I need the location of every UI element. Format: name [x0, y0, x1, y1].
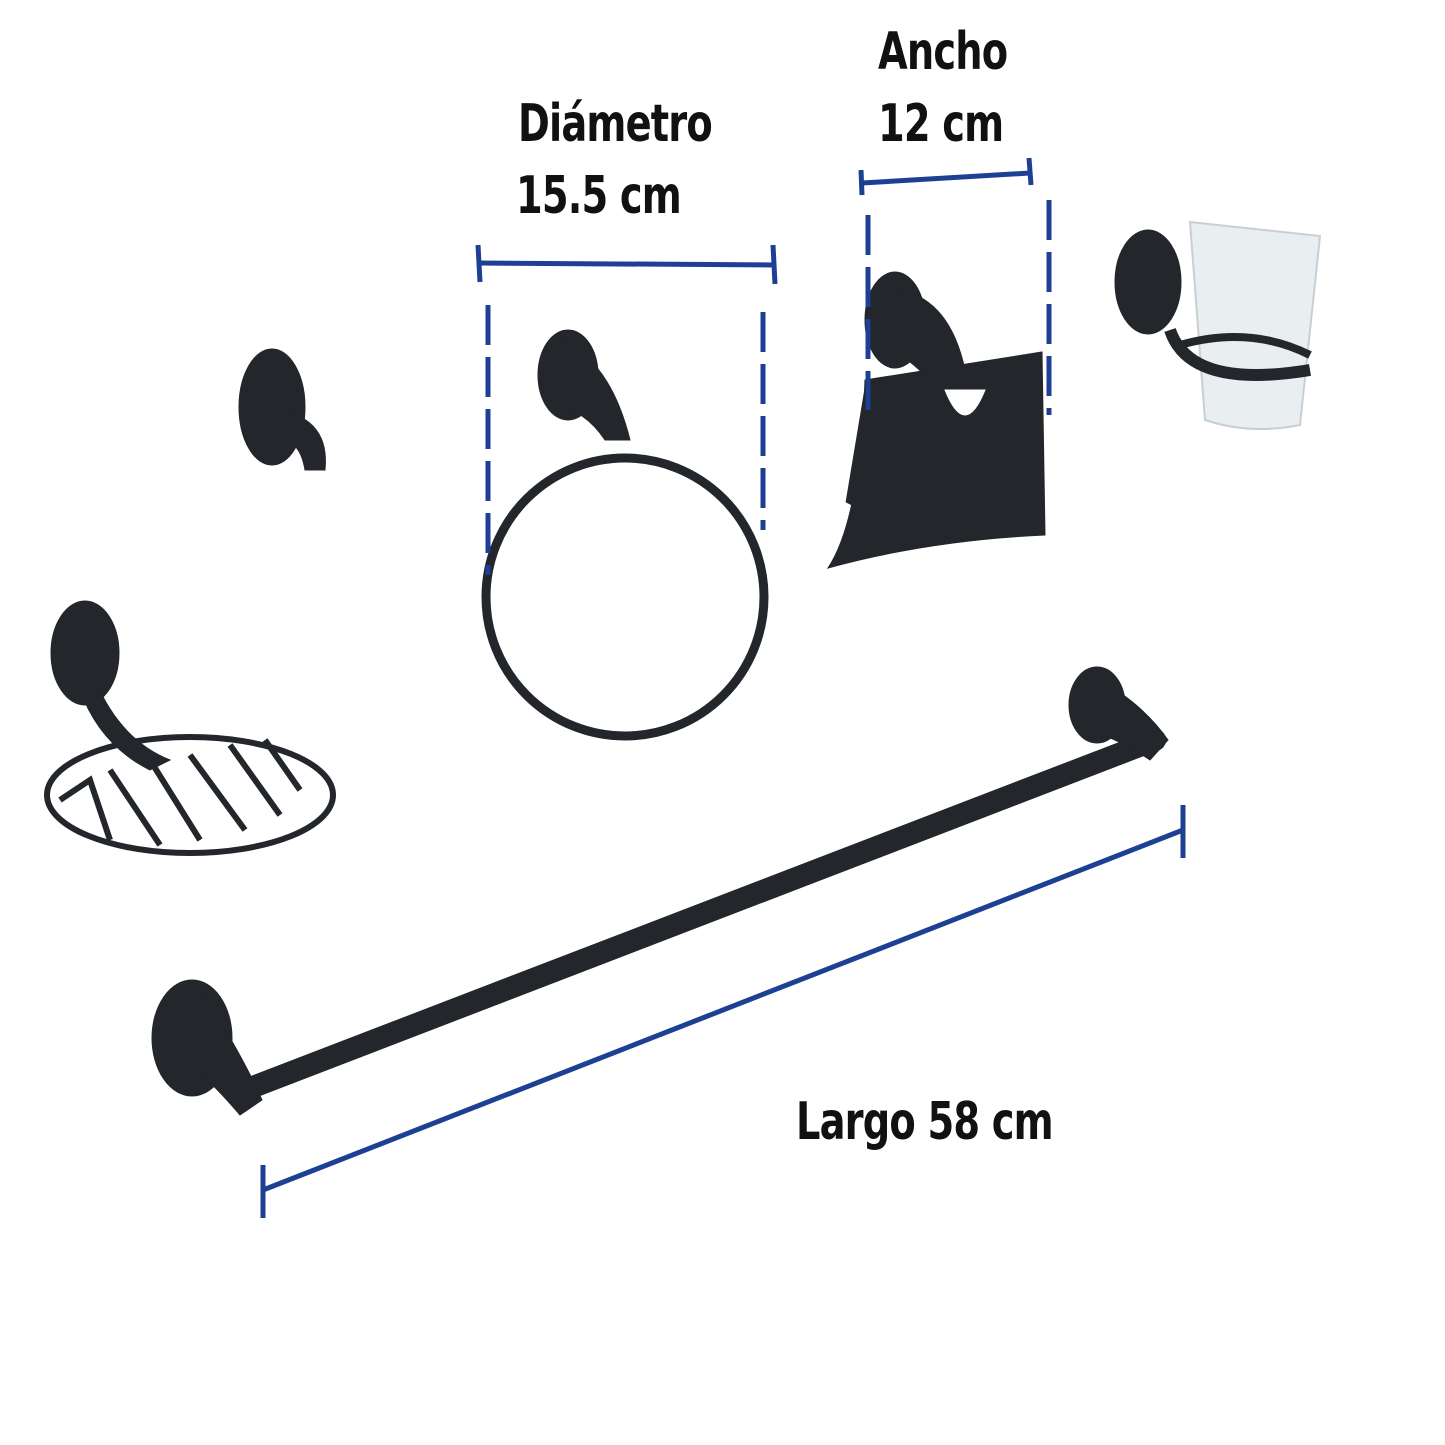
robe-hook — [238, 348, 326, 471]
tumbler-holder — [1114, 220, 1322, 430]
towel-bar — [151, 666, 1169, 1116]
towel-ring — [481, 329, 769, 741]
soap-dish — [44, 600, 336, 856]
diameter-line — [477, 260, 776, 268]
width-value: 12 cm — [878, 94, 1004, 154]
toilet-paper-holder — [826, 271, 1046, 569]
length-line — [262, 827, 1184, 1193]
diameter-value: 15.5 cm — [516, 166, 682, 226]
length-label: Largo 58 cm — [796, 1092, 1054, 1152]
dimension-lines — [260, 157, 1186, 1218]
width-line — [861, 170, 1031, 186]
diameter-title: Diámetro — [518, 94, 713, 154]
width-title: Ancho — [878, 22, 1008, 82]
